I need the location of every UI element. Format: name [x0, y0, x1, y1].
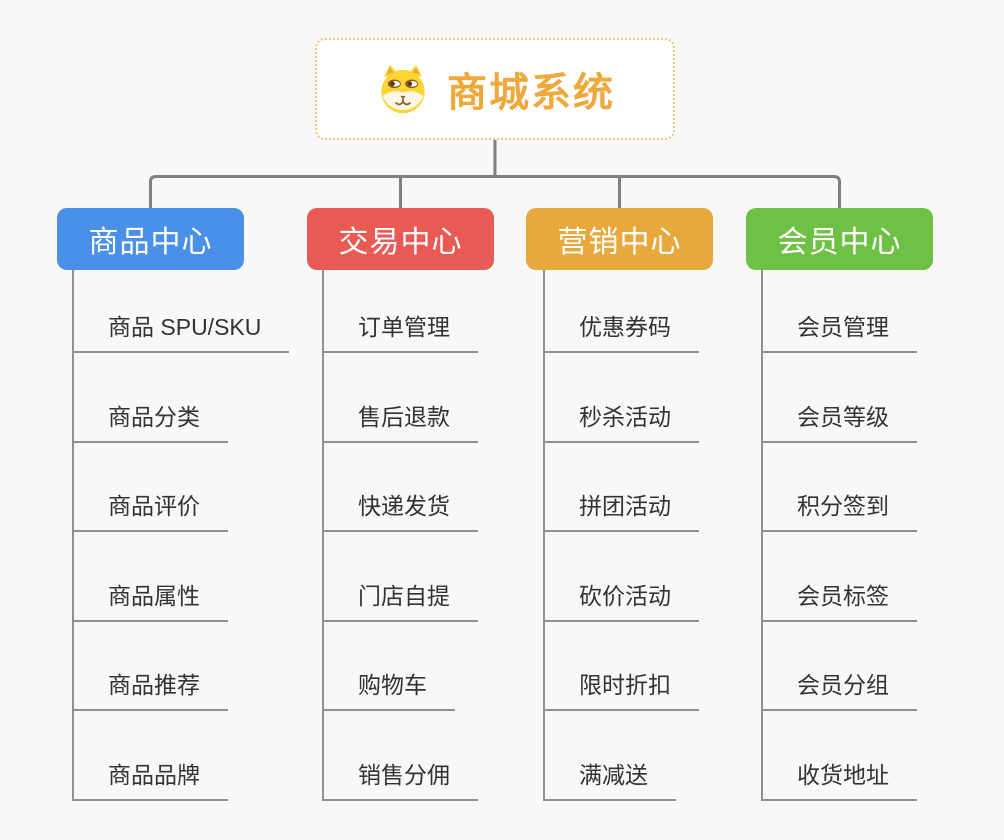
- leaf-item[interactable]: 优惠券码: [545, 270, 699, 353]
- leaf-item[interactable]: 购物车: [324, 622, 455, 711]
- leaf-item[interactable]: 砍价活动: [545, 532, 699, 622]
- leaf-item[interactable]: 限时折扣: [545, 622, 699, 711]
- branch-node-member[interactable]: 会员中心: [746, 208, 933, 270]
- branch-label: 商品中心: [88, 226, 213, 259]
- branch-node-trade[interactable]: 交易中心: [307, 208, 494, 270]
- leaf-item[interactable]: 订单管理: [324, 270, 478, 353]
- leaf-column-trade: 订单管理 售后退款 快递发货 门店自提 购物车 销售分佣: [322, 270, 478, 801]
- leaf-item[interactable]: 销售分佣: [324, 711, 478, 801]
- root-node[interactable]: 商城系统: [315, 38, 675, 140]
- leaf-item[interactable]: 会员分组: [763, 622, 917, 711]
- leaf-item[interactable]: 商品属性: [74, 532, 228, 622]
- leaf-item[interactable]: 拼团活动: [545, 443, 699, 532]
- leaf-item[interactable]: 会员标签: [763, 532, 917, 622]
- leaf-item[interactable]: 商品品牌: [74, 711, 228, 801]
- leaf-column-product: 商品 SPU/SKU 商品分类 商品评价 商品属性 商品推荐 商品品牌: [72, 270, 290, 801]
- leaf-item[interactable]: 积分签到: [763, 443, 917, 532]
- leaf-item[interactable]: 售后退款: [324, 353, 478, 443]
- branch-label: 会员中心: [777, 226, 902, 259]
- branch-label: 交易中心: [338, 226, 463, 259]
- leaf-item[interactable]: 门店自提: [324, 532, 478, 622]
- leaf-column-member: 会员管理 会员等级 积分签到 会员标签 会员分组 收货地址: [761, 270, 917, 801]
- leaf-item[interactable]: 会员管理: [763, 270, 917, 353]
- leaf-item[interactable]: 商品 SPU/SKU: [74, 270, 290, 353]
- leaf-item[interactable]: 秒杀活动: [545, 353, 699, 443]
- branch-node-marketing[interactable]: 营销中心: [526, 208, 713, 270]
- leaf-item[interactable]: 商品评价: [74, 443, 228, 532]
- leaf-item[interactable]: 快递发货: [324, 443, 478, 532]
- leaf-item[interactable]: 会员等级: [763, 353, 917, 443]
- leaf-item[interactable]: 满减送: [545, 711, 676, 801]
- leaf-item[interactable]: 收货地址: [763, 711, 917, 801]
- root-title: 商城系统: [447, 71, 615, 115]
- leaf-item[interactable]: 商品推荐: [74, 622, 228, 711]
- shiba-dog-icon: [381, 64, 425, 114]
- branch-node-product[interactable]: 商品中心: [57, 208, 244, 270]
- leaf-column-marketing: 优惠券码 秒杀活动 拼团活动 砍价活动 限时折扣 满减送: [543, 270, 699, 801]
- leaf-item[interactable]: 商品分类: [74, 353, 228, 443]
- branch-label: 营销中心: [557, 226, 682, 259]
